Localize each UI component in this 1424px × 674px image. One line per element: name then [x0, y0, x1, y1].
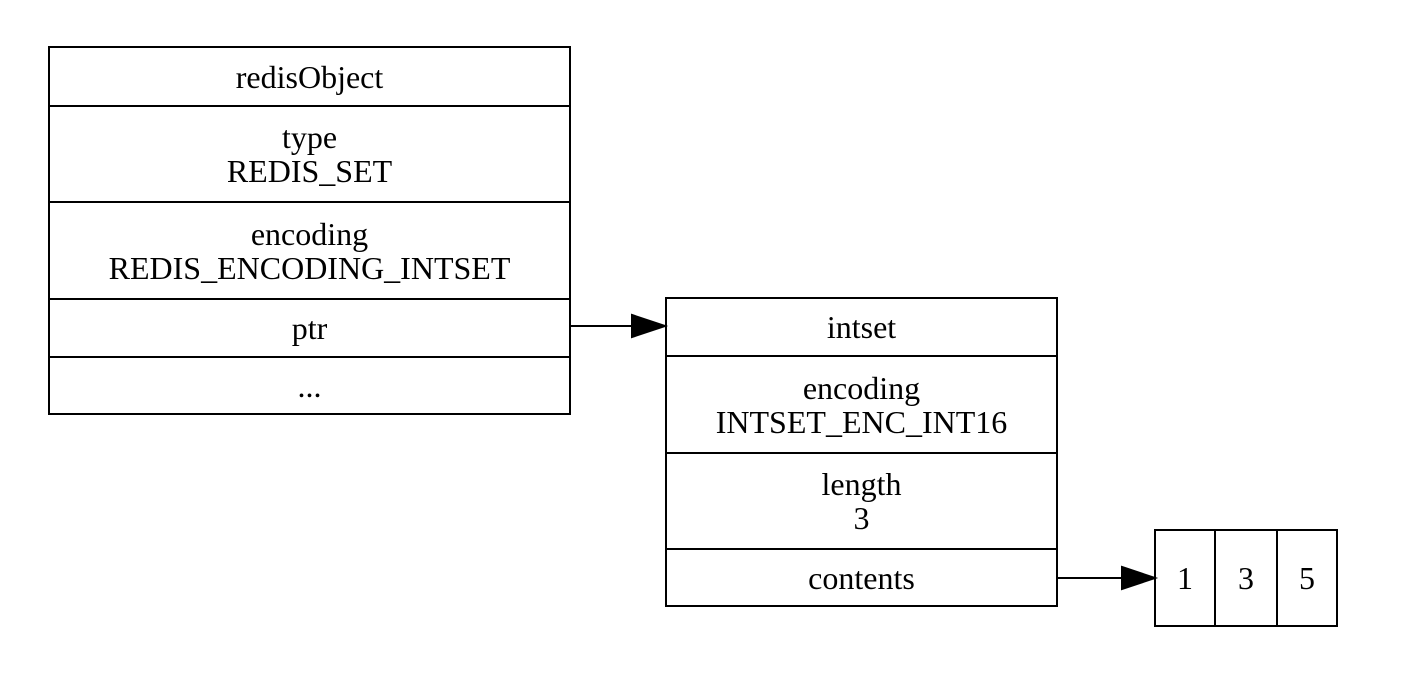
- ptr-to-intset-arrow: [571, 313, 669, 339]
- contents-array: 1 3 5: [1154, 529, 1338, 627]
- redisobject-record: redisObject type REDIS_SET encoding REDI…: [48, 46, 571, 415]
- encoding-label: encoding: [250, 215, 369, 252]
- array-value: 1: [1177, 559, 1193, 596]
- array-cell: 5: [1278, 531, 1336, 625]
- type-value: REDIS_SET: [226, 153, 393, 189]
- ptr-label: ptr: [291, 310, 328, 346]
- redisobject-header: redisObject: [50, 48, 569, 107]
- intset-length-label: length: [821, 466, 902, 502]
- intset-encoding-field: encoding INTSET_ENC_INT16: [667, 357, 1056, 454]
- type-label: type: [281, 119, 338, 155]
- array-value: 5: [1299, 559, 1315, 596]
- intset-record: intset encoding INTSET_ENC_INT16 length …: [665, 297, 1058, 607]
- redisobject-type-field: type REDIS_SET: [50, 107, 569, 203]
- array-cell: 1: [1156, 531, 1216, 625]
- array-value: 3: [1238, 559, 1254, 596]
- intset-header: intset: [667, 299, 1056, 357]
- redisobject-header-text: redisObject: [235, 58, 384, 95]
- array-cell: 3: [1216, 531, 1278, 625]
- encoding-value: REDIS_ENCODING_INTSET: [108, 249, 511, 286]
- intset-contents-field: contents: [667, 550, 1056, 605]
- redisobject-ellipsis-field: ...: [50, 358, 569, 413]
- intset-encoding-label: encoding: [802, 369, 921, 406]
- intset-length-field: length 3: [667, 454, 1056, 550]
- contents-to-array-arrow: [1058, 565, 1159, 591]
- redisobject-encoding-field: encoding REDIS_ENCODING_INTSET: [50, 203, 569, 300]
- intset-header-text: intset: [826, 309, 897, 345]
- intset-length-value: 3: [853, 500, 870, 536]
- redisobject-ptr-field: ptr: [50, 300, 569, 358]
- ellipsis-label: ...: [297, 367, 322, 404]
- intset-encoding-value: INTSET_ENC_INT16: [715, 403, 1008, 440]
- intset-contents-label: contents: [808, 559, 915, 596]
